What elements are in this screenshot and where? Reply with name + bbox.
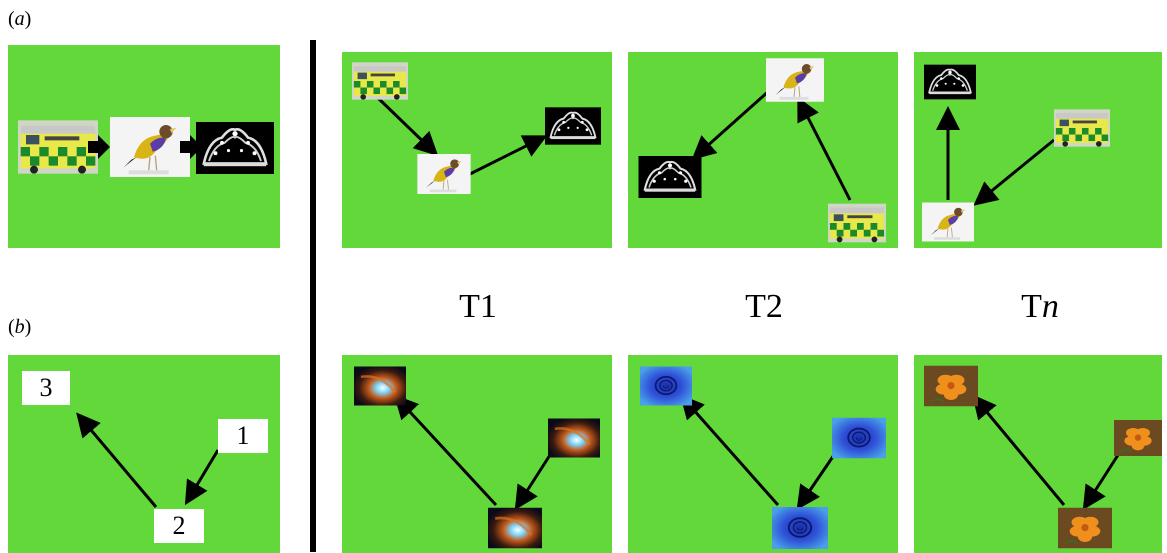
- galaxy-image: [354, 365, 406, 407]
- vertical-divider: [310, 40, 316, 552]
- panel-label-b: (b): [8, 316, 31, 339]
- sequence-panel: [8, 45, 280, 248]
- trial-label-t2-number: 2: [765, 288, 783, 325]
- tiara-image: [638, 156, 702, 198]
- tn-bottom-arrow-1: [1082, 454, 1120, 511]
- sequence-arrow-1: [88, 135, 110, 159]
- arrow-1-to-2: [184, 449, 220, 506]
- trial-label-tn-prefix: T: [1021, 288, 1042, 325]
- bird-image: [766, 58, 824, 102]
- node-2: 2: [154, 509, 204, 543]
- tn-bottom-panel: [914, 355, 1162, 553]
- tiara-image: [196, 120, 274, 176]
- t1-top-arrow-1: [376, 96, 439, 157]
- tiara-image: [924, 63, 976, 101]
- numbered-panel: 3 1 2: [8, 355, 280, 553]
- t2-top-svg: [638, 58, 886, 243]
- ambulance-image: [828, 203, 886, 243]
- t2-top-panel: [628, 52, 898, 248]
- t2-bottom-panel: [628, 355, 898, 553]
- orange-flower-image: [1058, 507, 1112, 549]
- bird-image: [922, 202, 974, 242]
- tiara-image: [545, 106, 601, 146]
- t2-top-arrow-1: [691, 88, 771, 160]
- t1-bottom-panel: [342, 355, 612, 553]
- panel-label-a: (a): [8, 8, 31, 31]
- tn-bottom-svg: [924, 365, 1162, 549]
- bird-image: [417, 154, 471, 194]
- tn-top-svg: [922, 63, 1110, 242]
- numbered-arrows: [76, 412, 220, 508]
- ambulance-image: [352, 62, 408, 100]
- arrow-2-to-3: [76, 412, 158, 508]
- t2-bottom-arrow-2: [680, 394, 780, 506]
- t1-bottom-svg: [354, 365, 600, 549]
- panel-label-a-text: (a): [8, 8, 32, 30]
- t2-bottom-arrow-1: [796, 454, 836, 510]
- trial-label-tn-italic: n: [1041, 288, 1059, 325]
- t2-bottom-svg: [640, 365, 886, 549]
- orange-flower-image: [924, 365, 978, 407]
- t1-top-panel: [342, 52, 612, 248]
- tn-top-panel: [914, 52, 1162, 248]
- blue-rose-image: [832, 417, 886, 459]
- galaxy-image: [548, 417, 600, 459]
- orange-flower-image: [1114, 419, 1162, 457]
- node-1: 1: [218, 419, 268, 453]
- galaxy-image: [488, 507, 542, 549]
- sequence-arrow-2: [180, 135, 202, 159]
- t1-top-svg: [352, 62, 601, 194]
- blue-rose-image: [772, 507, 828, 549]
- t1-bottom-arrow-2: [393, 394, 498, 507]
- trial-label-tn: Tn: [980, 288, 1100, 326]
- t1-bottom-arrow-1: [514, 454, 552, 511]
- t2-top-arrow-2: [797, 96, 852, 201]
- tn-bottom-arrow-2: [972, 394, 1066, 506]
- trial-label-t2: T2: [704, 288, 824, 326]
- tn-top-arrow-2: [973, 138, 1055, 206]
- trial-label-t2-prefix: T: [745, 288, 766, 325]
- ambulance-image: [1054, 109, 1110, 147]
- t1-top-arrow-2: [469, 135, 548, 176]
- ambulance-image: [18, 120, 98, 174]
- trial-label-t1: T1: [459, 288, 497, 325]
- blue-rose-image: [640, 365, 692, 407]
- bird-image: [110, 117, 190, 177]
- panel-label-b-text: (b): [8, 316, 32, 338]
- sequence-svg: [18, 117, 274, 177]
- node-3: 3: [22, 371, 70, 405]
